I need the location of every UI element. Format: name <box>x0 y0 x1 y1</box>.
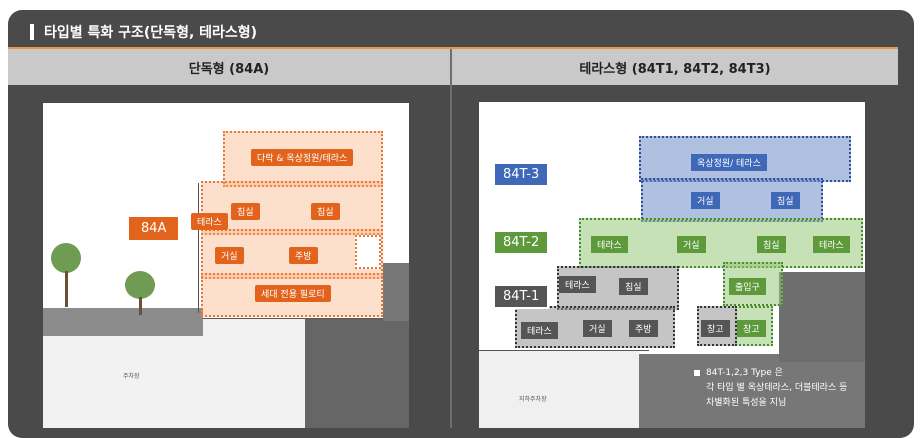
pilotis-label: 세대 전용 필로티 <box>255 285 331 302</box>
t2-terrace-label: 테라스 <box>813 236 850 253</box>
t1-storage-label: 창고 <box>701 320 730 337</box>
retaining-wall <box>383 263 409 321</box>
bedroom-label: 침실 <box>311 203 340 220</box>
type-84a-label: 84A <box>129 217 179 240</box>
t1-living-label: 거실 <box>583 320 612 337</box>
t2-living-label: 거실 <box>677 236 706 253</box>
roof-label: 다락 & 옥상정원/테라스 <box>251 149 354 166</box>
accent-divider <box>8 47 898 49</box>
living-label: 거실 <box>215 247 244 264</box>
ground-right <box>305 318 409 428</box>
t2-entrance-label: 출입구 <box>729 278 766 295</box>
t1-kitchen-label: 주방 <box>629 320 658 337</box>
type-84t2-tag: 84T-2 <box>493 230 550 255</box>
t1-terrace-label: 테라스 <box>521 322 558 339</box>
bullet-square-icon <box>694 369 700 376</box>
panel-title: 타입별 특화 구조(단독형, 테라스형) <box>44 25 258 41</box>
terrace-note: 84T-1,2,3 Type 은 각 타입 별 옥상테라스, 더블테라스 등 차… <box>694 366 847 411</box>
column-divider <box>450 49 452 428</box>
note-line-2: 각 타입 별 옥상테라스, 더블테라스 등 <box>706 383 848 393</box>
t3-roof-label: 옥상정원/ 테라스 <box>691 154 767 171</box>
kitchen-label: 주방 <box>289 247 318 264</box>
t1-terrace-label: 테라스 <box>559 276 596 293</box>
ground-right <box>639 354 865 428</box>
type-84t3-tag: 84T-3 <box>493 162 550 187</box>
terrace-label: 테라스 <box>191 213 228 230</box>
terrace-section-diagram: 지하주차장 옥상정원/ 테라스 거실 침실 테라스 거실 침실 테라스 출입구 … <box>479 102 865 428</box>
t2-terrace-label: 테라스 <box>591 236 628 253</box>
upper-floor-zone <box>201 181 383 235</box>
detached-section-diagram: 주차장 다락 & 옥상정원/테라스 테라스 침실 침실 거실 주방 세대 전용 … <box>43 103 409 428</box>
stair-box <box>355 235 381 269</box>
column-title-left: 단독형 (84A) <box>8 49 450 85</box>
column-title-right: 테라스형 (84T1, 84T2, 84T3) <box>452 49 898 85</box>
t3-bedroom-label: 침실 <box>771 192 800 209</box>
type-84t1-tag: 84T-1 <box>493 284 550 309</box>
t2-storage-label: 창고 <box>737 320 766 337</box>
t3-living-label: 거실 <box>691 192 720 209</box>
t1-bedroom-label: 침실 <box>619 278 648 295</box>
tree-icon <box>125 271 155 299</box>
ground-area <box>479 350 639 428</box>
header-bar-icon <box>30 24 34 40</box>
ground-slope <box>43 308 203 336</box>
bedroom-label: 침실 <box>231 203 260 220</box>
t2-bedroom-label: 침실 <box>757 236 786 253</box>
tree-icon <box>51 243 81 273</box>
panel-header: 타입별 특화 구조(단독형, 테라스형) <box>8 10 914 54</box>
note-line-1: 84T-1,2,3 Type 은 <box>706 368 783 378</box>
ground-slope <box>779 272 865 362</box>
note-line-3: 차별화된 특성을 지님 <box>706 398 787 408</box>
